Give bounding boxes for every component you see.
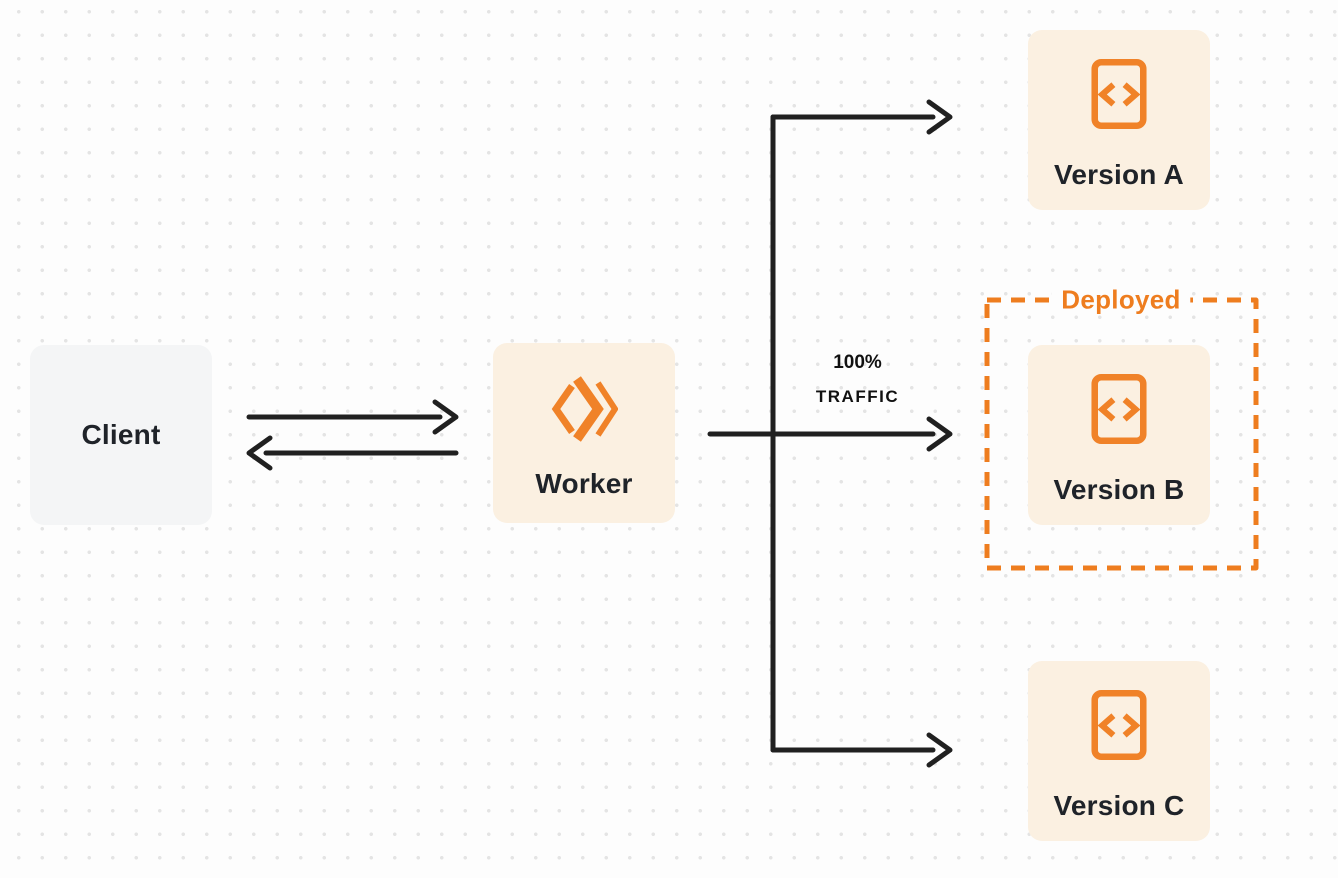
traffic-word-label: TRAFFIC bbox=[815, 387, 900, 406]
worker-node: Worker bbox=[493, 343, 675, 523]
version-a-node: Version A bbox=[1028, 30, 1210, 210]
code-file-icon bbox=[1091, 58, 1147, 130]
edge-client-to-worker-head bbox=[432, 399, 459, 435]
version-b-node: Version B bbox=[1028, 345, 1210, 525]
edge-to-version-c-head bbox=[926, 732, 953, 768]
client-node: Client bbox=[30, 345, 212, 525]
version-c-node-label: Version C bbox=[1053, 790, 1185, 821]
version-a-node-label: Version A bbox=[1054, 159, 1184, 190]
edge-to-version-b-head bbox=[926, 416, 953, 452]
client-node-label: Client bbox=[81, 419, 161, 450]
code-file-icon bbox=[1091, 373, 1147, 445]
edge-to-version-a-head bbox=[926, 99, 953, 135]
traffic-percent-label: 100% bbox=[833, 352, 882, 373]
traffic-annotation: 100% TRAFFIC bbox=[780, 352, 935, 407]
code-file-icon bbox=[1091, 689, 1147, 761]
deployed-group-label: Deployed bbox=[1051, 284, 1191, 316]
workers-icon bbox=[550, 372, 619, 446]
version-c-node: Version C bbox=[1028, 661, 1210, 841]
edge-worker-to-client-head bbox=[246, 435, 273, 471]
version-b-node-label: Version B bbox=[1053, 474, 1185, 505]
worker-node-label: Worker bbox=[535, 468, 633, 499]
